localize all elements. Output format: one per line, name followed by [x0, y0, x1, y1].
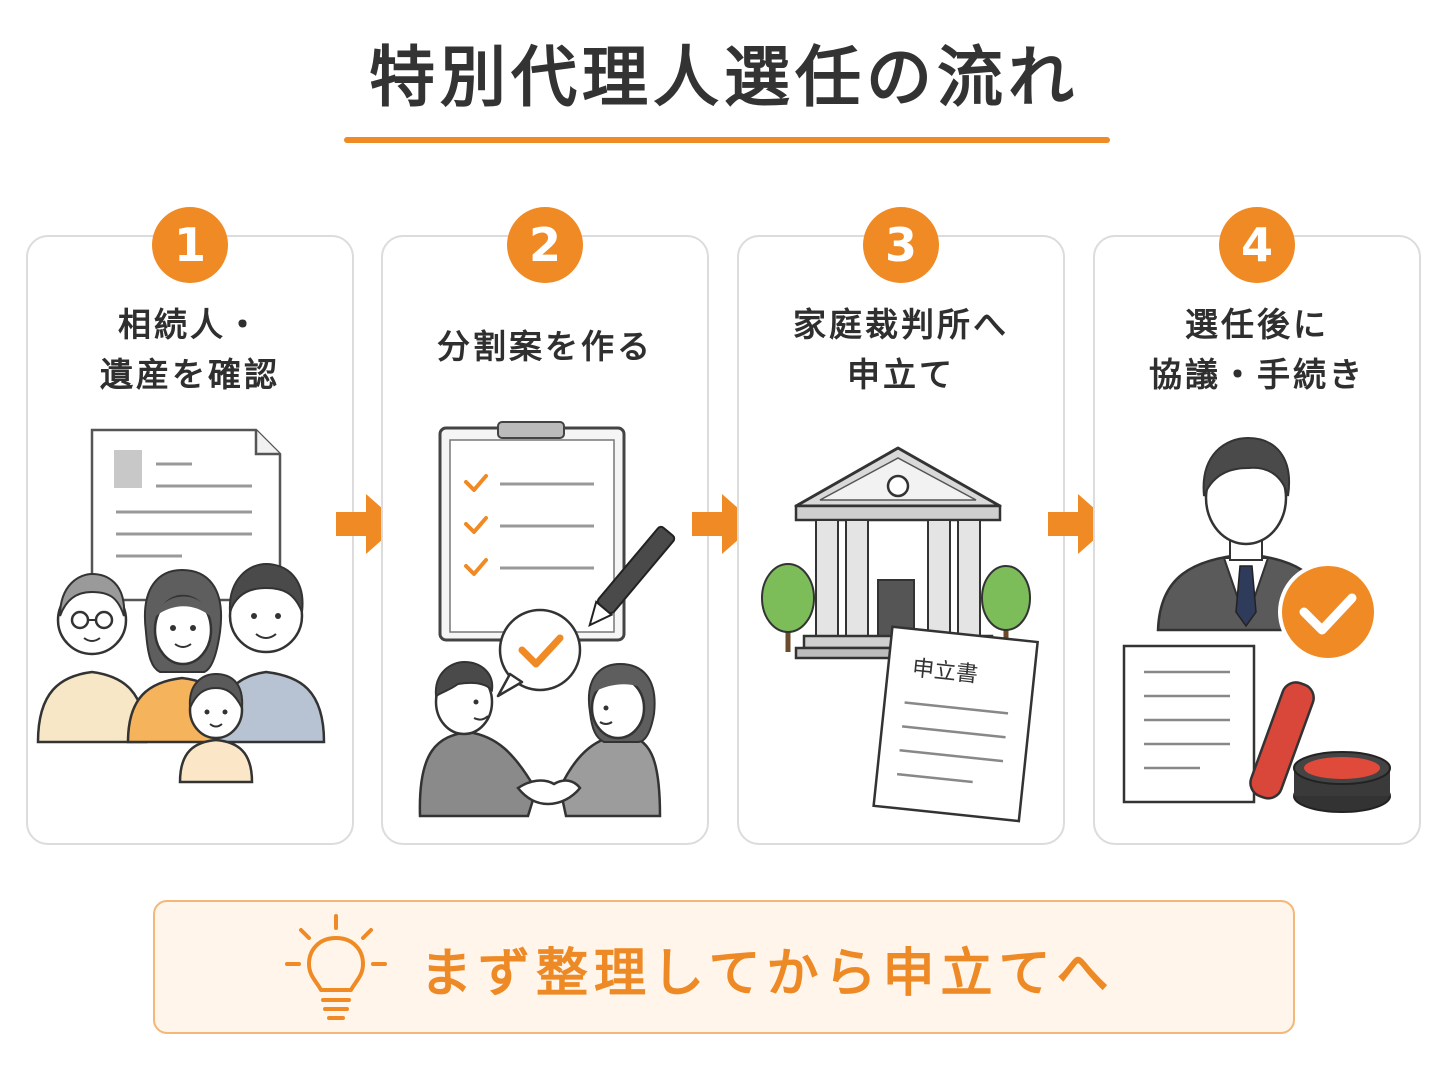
- family-document-icon: [36, 428, 326, 784]
- courthouse-application-icon: 申立書: [761, 446, 1040, 823]
- step-number-badge-1: 1: [152, 207, 228, 283]
- representative-seal-icon: [1122, 436, 1391, 813]
- tip-text: まず整理してから申立てへ: [420, 944, 1115, 1004]
- step-label-2-line-1: 分割案を作る: [437, 327, 653, 366]
- step-number-badge-4: 4: [1219, 207, 1295, 283]
- clipboard-handshake-icon: [418, 421, 676, 818]
- title-underline: [344, 137, 1110, 143]
- step-number-badge-3: 3: [863, 207, 939, 283]
- step-label-1-line-2: 遺産を確認: [100, 355, 280, 394]
- arrow-right-icon: [692, 494, 756, 554]
- step-number-badge-2: 2: [507, 207, 583, 283]
- lightbulb-icon: [285, 914, 387, 1020]
- step-label-4-line-2: 協議・手続き: [1149, 355, 1365, 394]
- page-title: 特別代理人選任の流れ: [369, 39, 1079, 116]
- step-label-3-line-2: 申立て: [847, 355, 955, 394]
- step-label-3: 家庭裁判所へ 申立て: [737, 300, 1065, 400]
- arrow-right-icon: [336, 494, 400, 554]
- step-label-4: 選任後に 協議・手続き: [1093, 300, 1421, 400]
- step-label-3-line-1: 家庭裁判所へ: [793, 305, 1009, 344]
- step-label-1: 相続人・ 遺産を確認: [26, 300, 354, 400]
- arrow-right-icon: [1048, 494, 1112, 554]
- tip-box: [153, 900, 1295, 1034]
- step-label-2: 分割案を作る: [381, 322, 709, 372]
- step-label-4-line-1: 選任後に: [1185, 305, 1329, 344]
- step-label-1-line-1: 相続人・: [118, 305, 262, 344]
